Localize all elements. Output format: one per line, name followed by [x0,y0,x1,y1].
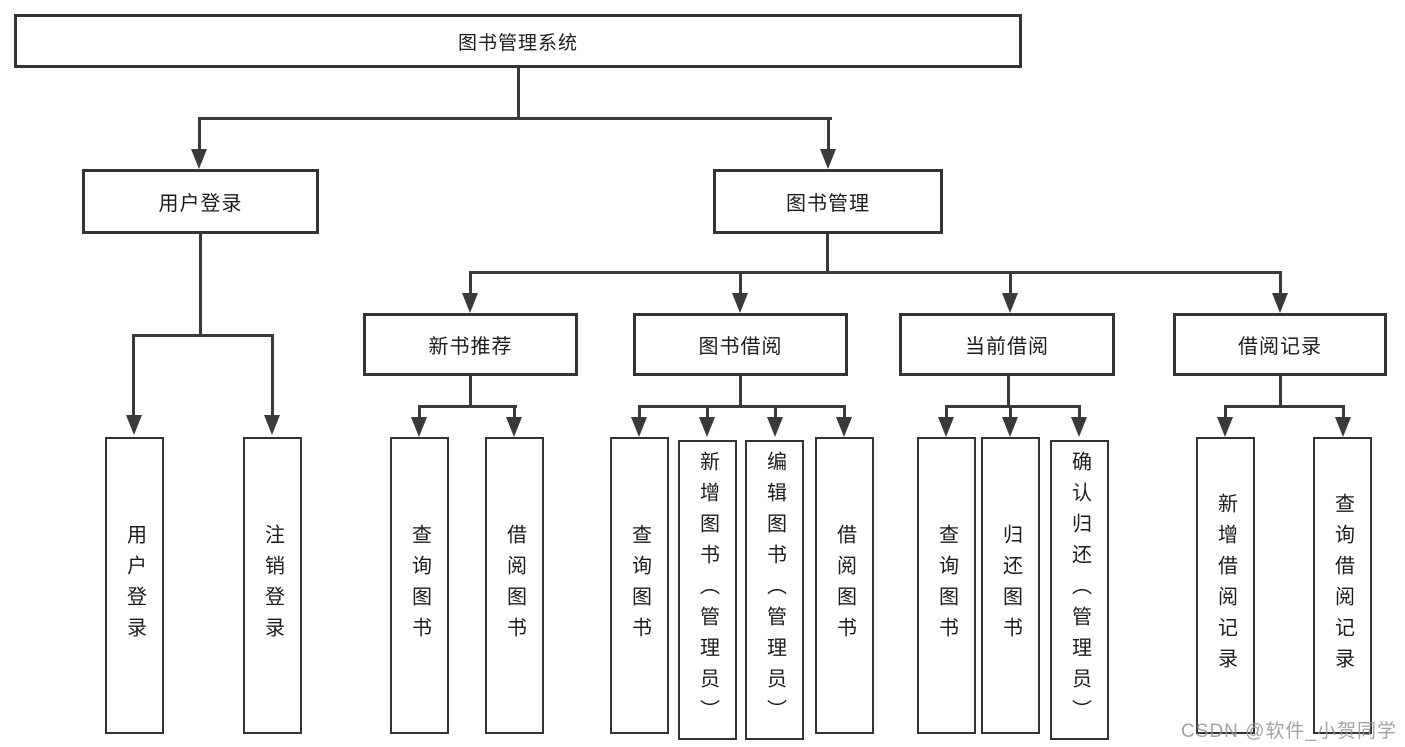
leaf-label: 新增借阅记录 [1214,492,1237,679]
node-label: 图书借阅 [698,336,783,358]
node-label: 当前借阅 [965,336,1049,358]
connector-drop [418,405,421,419]
leaf-label: 确认归还（管理员） [1068,450,1091,730]
node-current-borrowing: 当前借阅 [899,313,1115,376]
leaf-label: 借阅图书 [503,523,526,648]
node-user-login: 用户登录 [82,169,319,234]
leaf-borrow-books-borrowing: 借阅图书 [815,437,874,734]
leaf-label: 用户登录 [123,523,146,648]
connector-bar [638,405,846,408]
connector-drop [469,271,472,295]
node-library-management-system: 图书管理系统 [14,14,1022,68]
leaf-label: 新增图书（管理员） [696,450,719,730]
leaf-label: 归还图书 [999,523,1022,648]
connector-drop [827,117,830,151]
connector-drop [1279,271,1282,295]
node-label: 图书管理系统 [457,32,578,54]
connector-drop [132,334,135,417]
connector-root-bar [198,117,832,120]
leaf-query-books-recommend: 查询图书 [390,437,449,734]
arrow-down-icon [820,149,836,169]
connector-drop [1342,405,1345,419]
arrow-down-icon [411,417,427,437]
leaf-label: 借阅图书 [833,523,856,648]
arrow-down-icon [836,417,852,437]
connector-drop [739,271,742,295]
leaf-label: 查询图书 [408,523,431,648]
node-new-book-recommend: 新书推荐 [363,313,578,376]
connector-drop [843,405,846,419]
leaf-query-borrow-record: 查询借阅记录 [1313,437,1372,734]
node-label: 新书推荐 [428,336,513,358]
leaf-label: 编辑图书（管理员） [763,450,786,730]
connector-bar [945,405,1081,408]
node-book-borrowing: 图书借阅 [633,313,848,376]
connector-root-stem [517,68,520,118]
connector-stem [199,234,202,337]
connector-bar [1224,405,1345,408]
connector-drop [271,334,274,417]
leaf-label: 查询图书 [628,523,651,648]
connector-bar [418,405,517,408]
connector-bar [132,334,274,337]
leaf-label: 注销登录 [261,523,284,648]
node-label: 图书管理 [786,193,870,215]
arrow-down-icon [264,415,280,435]
leaf-return-book: 归还图书 [981,437,1040,734]
leaf-add-book-admin: 新增图书（管理员） [678,440,737,740]
connector-bar [469,271,1282,274]
node-borrow-records: 借阅记录 [1173,313,1387,376]
leaf-query-books-current: 查询图书 [917,437,976,734]
arrow-down-icon [462,293,478,313]
leaf-confirm-return-admin: 确认归还（管理员） [1050,440,1109,740]
connector-drop [774,405,777,419]
arrow-down-icon [1002,293,1018,313]
arrow-down-icon [699,417,715,437]
connector-drop [513,405,516,419]
connector-drop [198,117,201,151]
leaf-borrow-books-recommend: 借阅图书 [485,437,544,734]
connector-drop [1224,405,1227,419]
arrow-down-icon [1002,417,1018,437]
arrow-down-icon [506,417,522,437]
connector-drop [1078,405,1081,419]
node-label: 借阅记录 [1238,336,1322,358]
connector-drop [945,405,948,419]
leaf-label: 查询借阅记录 [1331,492,1354,679]
csdn-watermark: CSDN @软件_小贺同学 [1181,721,1397,742]
connector-drop [706,405,709,419]
arrow-down-icon [1217,417,1233,437]
leaf-label: 查询图书 [935,523,958,648]
connector-drop [1009,405,1012,419]
connector-stem [1007,375,1010,408]
arrow-down-icon [1272,293,1288,313]
arrow-down-icon [631,417,647,437]
leaf-edit-book-admin: 编辑图书（管理员） [745,440,804,740]
connector-drop [638,405,641,419]
node-label: 用户登录 [158,193,243,215]
connector-stem [739,375,742,408]
connector-drop [1009,271,1012,295]
arrow-down-icon [1071,417,1087,437]
leaf-user-login: 用户登录 [105,437,164,734]
connector-stem [469,375,472,408]
connector-stem [826,234,829,274]
leaf-add-borrow-record: 新增借阅记录 [1196,437,1255,734]
arrow-down-icon [732,293,748,313]
arrow-down-icon [938,417,954,437]
arrow-down-icon [767,417,783,437]
arrow-down-icon [126,415,142,435]
connector-stem [1279,375,1282,408]
arrow-down-icon [1335,417,1351,437]
leaf-logout: 注销登录 [243,437,302,734]
leaf-query-books-borrowing: 查询图书 [610,437,669,734]
node-book-management: 图书管理 [713,169,943,234]
arrow-down-icon [191,149,207,169]
